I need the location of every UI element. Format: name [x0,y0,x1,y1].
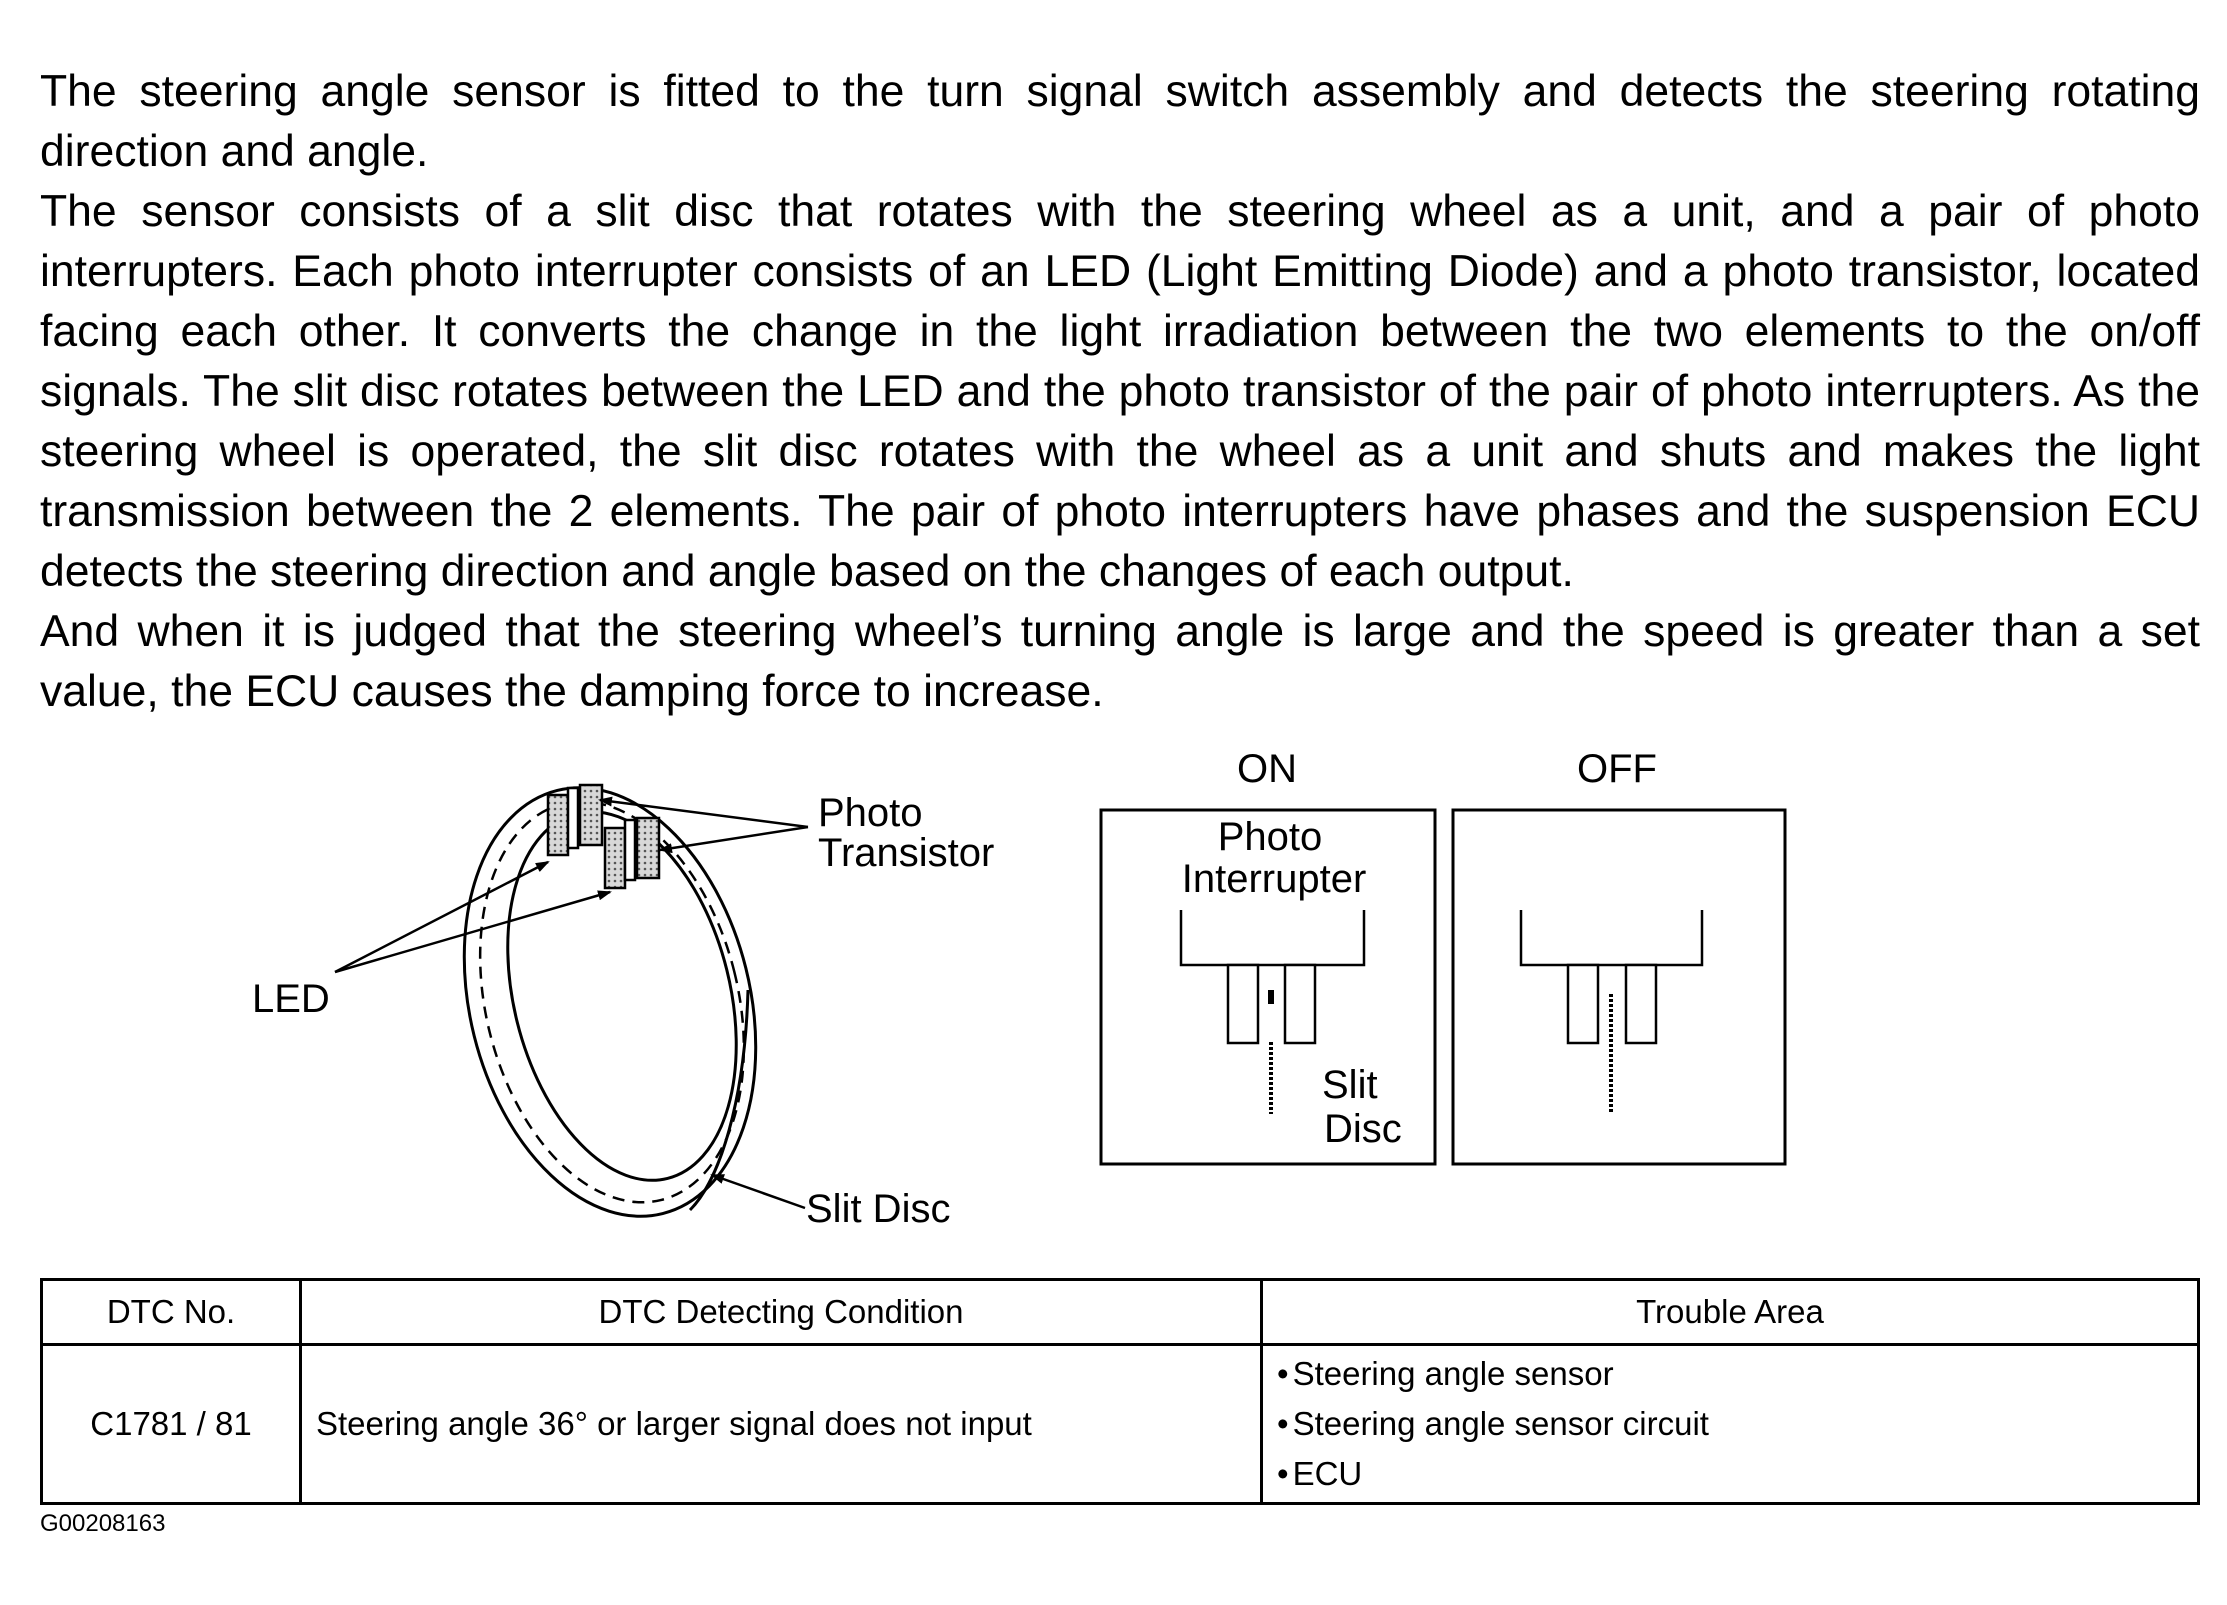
off-label: OFF [1577,747,1657,791]
disc-label: Disc [1324,1107,1402,1151]
transistor-label: Transistor [818,831,994,875]
pointer-lines [334,796,809,1210]
photo-interrupter-label-1: Photo [1218,815,1323,859]
header-condition: DTC Detecting Condition [299,1278,1263,1346]
table-header-row: DTC No. DTC Detecting Condition Trouble … [40,1278,2200,1346]
trouble-area-item: Steering angle sensor circuit [1277,1399,2183,1449]
table-row: C1781 / 81 Steering angle 36° or larger … [40,1343,2200,1505]
sensor-diagram: Photo Transistor LED Slit Disc ON Photo … [252,747,1787,1231]
figure-code: G00208163 [40,1510,166,1537]
detecting-condition: Steering angle 36° or larger signal does… [299,1343,1263,1505]
paragraph-2: The sensor consists of a slit disc that … [40,187,2200,596]
trouble-area-item: ECU [1277,1449,2183,1499]
trouble-area-list: Steering angle sensor Steering angle sen… [1277,1349,2183,1499]
header-trouble-area: Trouble Area [1260,1278,2200,1346]
header-dtc-no: DTC No. [40,1278,302,1346]
on-label: ON [1237,747,1297,791]
slit-disc-label: Slit Disc [806,1187,950,1231]
trouble-area-cell: Steering angle sensor Steering angle sen… [1260,1343,2200,1505]
description-text: The steering angle sensor is fitted to t… [40,62,2200,722]
dtc-number: C1781 / 81 [40,1343,302,1505]
dtc-table: DTC No. DTC Detecting Condition Trouble … [40,1278,2200,1505]
slit-label: Slit [1322,1063,1378,1107]
paragraph-1: The steering angle sensor is fitted to t… [40,67,2200,176]
photo-interrupter-label-2: Interrupter [1182,857,1367,901]
trouble-area-item: Steering angle sensor [1277,1349,2183,1399]
off-panel: OFF [1451,747,1787,1166]
photo-interrupter-blocks [546,783,661,890]
photo-label: Photo [818,791,923,835]
paragraph-3: And when it is judged that the steering … [40,607,2200,716]
led-label: LED [252,977,330,1021]
on-panel: ON Photo Interrupter Slit Disc [1099,747,1437,1166]
